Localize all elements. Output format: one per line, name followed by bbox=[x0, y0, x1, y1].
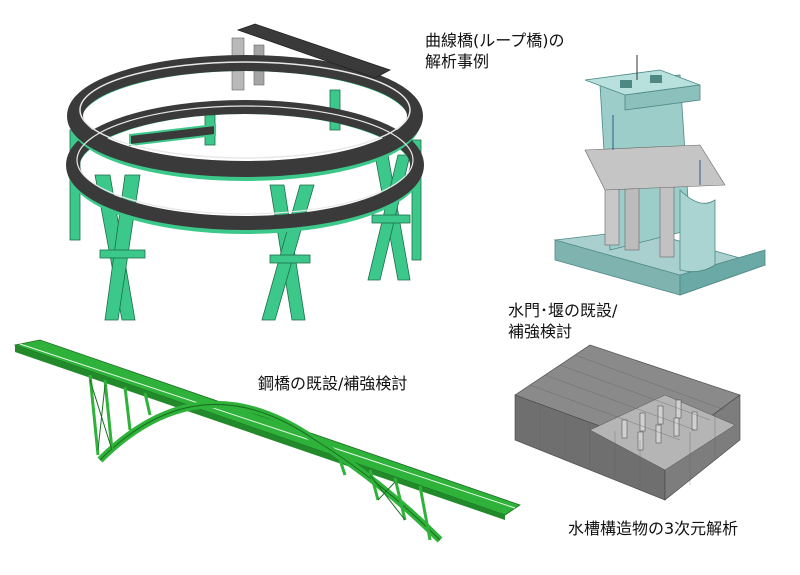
caption-water-tank-text: 水槽構造物の3次元解析 bbox=[568, 519, 739, 538]
caption-steel-bridge-text: 鋼橋の既設/補強検討 bbox=[258, 374, 408, 393]
caption-water-tank: 水槽構造物の3次元解析 bbox=[568, 518, 738, 539]
steel-arch-bridge-model bbox=[13, 339, 521, 543]
caption-water-gate: 水門･堰の既設/ 補強検討 bbox=[508, 300, 617, 342]
loop-bridge-model bbox=[66, 23, 424, 321]
caption-water-gate-line2: 補強検討 bbox=[508, 322, 573, 341]
caption-water-gate-line1: 水門･堰の既設/ bbox=[508, 301, 618, 320]
caption-steel-bridge: 鋼橋の既設/補強検討 bbox=[258, 373, 407, 394]
caption-loop-bridge: 曲線橋(ループ橋)の 解析事例 bbox=[425, 30, 565, 72]
caption-loop-bridge-line1: 曲線橋(ループ橋)の bbox=[425, 31, 565, 50]
caption-loop-bridge-line2: 解析事例 bbox=[425, 52, 490, 71]
water-tank-mesh-model bbox=[514, 344, 741, 501]
water-gate-model bbox=[553, 55, 767, 296]
